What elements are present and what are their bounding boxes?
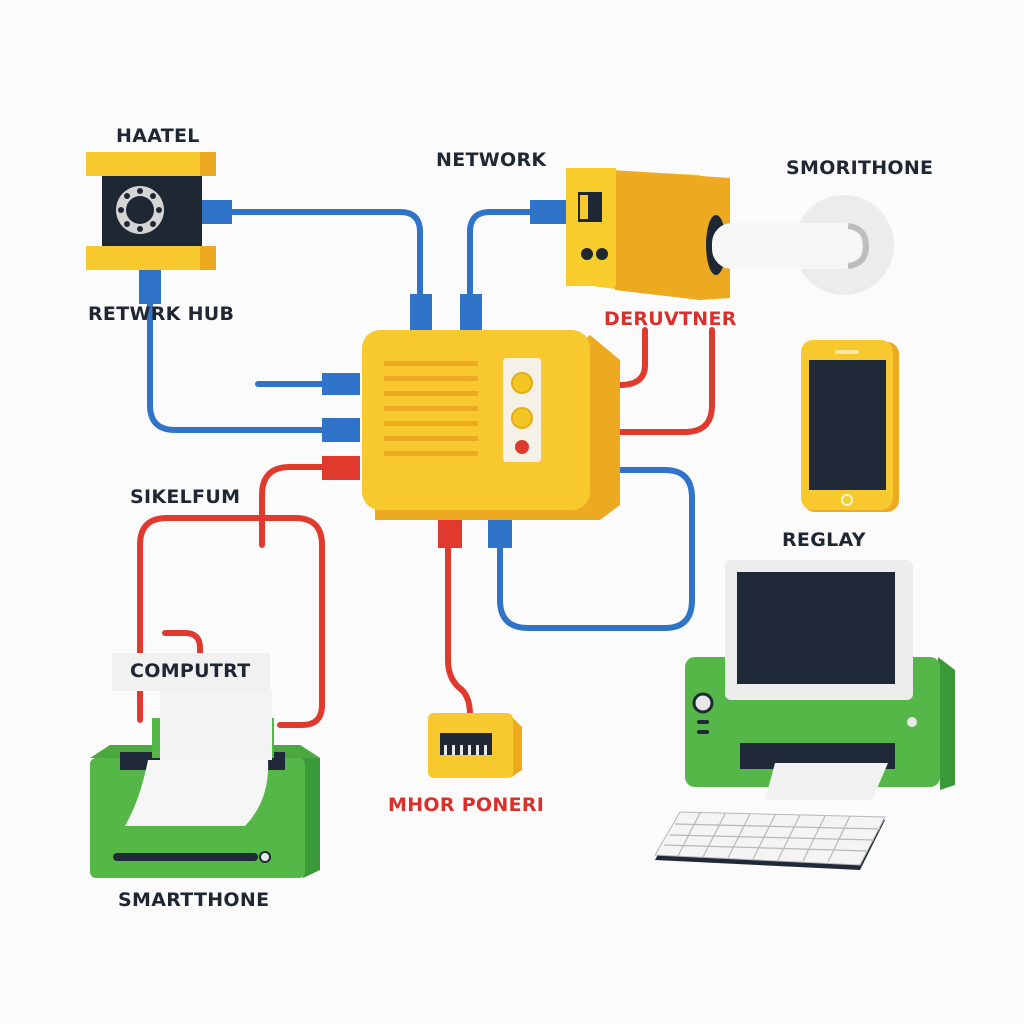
hub-led-2 — [511, 407, 533, 429]
cable-computrt-hook — [162, 630, 203, 661]
label-mhor-poneri: MHOR PONERI — [388, 794, 545, 816]
cable-hub-sikelfum — [259, 464, 328, 548]
label-reglay: REGLAY — [782, 529, 866, 551]
cable-hub-monitor-bottom — [497, 507, 695, 631]
label-retwork-hub: RETWRK HUB — [88, 303, 235, 325]
cable-haatel-hub-left — [147, 267, 328, 433]
cable-hub-wallport — [445, 542, 473, 718]
network-box-icon[interactable] — [566, 168, 730, 300]
label-smartthone: SMARTTHONE — [118, 889, 270, 911]
plug-network-left[interactable] — [530, 200, 566, 224]
cable-sikelfum-loop — [137, 515, 325, 728]
hub-led-3 — [515, 440, 529, 454]
cable-deruvtner-1 — [602, 327, 648, 388]
smartphone-icon[interactable] — [801, 340, 899, 512]
hub-led-1 — [511, 372, 533, 394]
cable-network-hub — [467, 209, 543, 303]
label-computrt: COMPUTRT — [130, 660, 251, 682]
haatel-device-icon[interactable] — [86, 152, 216, 270]
monitor-printer-icon[interactable] — [654, 560, 955, 870]
label-network: NETWORK — [436, 149, 547, 171]
left-printer-icon[interactable] — [90, 690, 320, 878]
plug-top-right[interactable] — [460, 294, 482, 330]
cable-haatel-hub-top — [229, 209, 423, 303]
smorithone-pipe-icon[interactable] — [706, 195, 894, 295]
cable-deruvtner-2 — [607, 327, 715, 435]
wall-port-icon[interactable] — [428, 713, 522, 778]
label-deruvtner: DERUVTNER — [604, 308, 737, 330]
computrt-banner — [112, 653, 270, 691]
plug-top-left[interactable] — [410, 294, 432, 330]
plug-left-1[interactable] — [322, 373, 360, 395]
smartphone-screen — [809, 360, 886, 490]
label-haatel: HAATEL — [116, 125, 200, 147]
cable-hub-monitor-right — [607, 467, 695, 523]
central-hub-icon[interactable] — [362, 330, 620, 520]
label-smorithone: SMORITHONE — [786, 157, 934, 179]
monitor-screen — [737, 572, 895, 684]
plug-haatel-bottom[interactable] — [139, 268, 161, 304]
keyboard-icon[interactable] — [654, 811, 886, 870]
plug-left-3[interactable] — [322, 456, 360, 480]
plug-left-2[interactable] — [322, 418, 360, 442]
label-sikelfum: SIKELFUM — [130, 486, 241, 508]
cables — [137, 209, 715, 728]
